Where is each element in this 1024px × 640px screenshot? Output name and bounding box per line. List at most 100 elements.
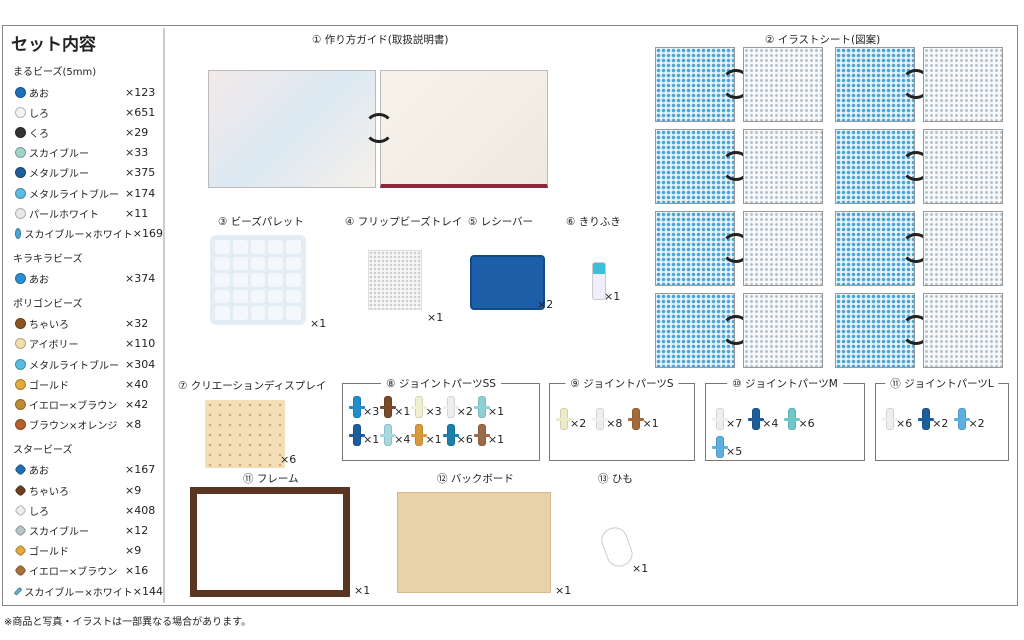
guide-page-right-image (380, 70, 548, 188)
bead-icon (15, 227, 22, 239)
bead-list-item: スカイブルー×12 (5, 520, 163, 540)
joint-part-count: ×1 (425, 433, 442, 446)
joint-part-icon (748, 408, 765, 430)
joint-part-count: ×2 (456, 405, 473, 418)
palette-cell (215, 240, 230, 254)
panel-title: セット内容 (11, 35, 96, 55)
bead-name: イエロー×ブラウン (29, 567, 118, 579)
bead-count: ×169 (132, 226, 163, 240)
bead-count: ×16 (125, 564, 149, 578)
bead-count: ×374 (125, 272, 156, 286)
bead-count: ×304 (125, 357, 156, 371)
joint-part-count: ×6 (798, 417, 815, 430)
bead-name: メタルライトブルー (29, 189, 119, 201)
bead-list-item: イエロー×ブラウン×42 (5, 394, 163, 414)
bead-name: ゴールド (29, 547, 69, 559)
bead-name: スカイブルー (29, 526, 89, 538)
joint-part-count: ×2 (570, 417, 587, 430)
tray-title: ④ フリップビーズトレイ (345, 216, 463, 228)
bead-icon (15, 106, 26, 118)
star-bead-icon (13, 586, 23, 596)
receiver-image (470, 255, 545, 310)
bead-count: ×408 (125, 503, 156, 517)
bead-icon (15, 378, 26, 390)
joint-ss-box: ⑧ ジョイントパーツSS×3×1×3×2×1×1×4×1×6×1 (342, 376, 540, 461)
joint-l-box: ⑪ ジョイントパーツL×6×2×2 (875, 376, 1009, 461)
bead-name: しろ (29, 506, 49, 518)
palette-cell (268, 240, 284, 254)
star-bead-icon (14, 564, 27, 578)
joint-part-item: ×2 (954, 408, 985, 430)
display-count: ×6 (280, 453, 297, 466)
palette-cell (286, 273, 301, 287)
palette-cell (250, 256, 266, 271)
palette-cell (215, 289, 230, 304)
bead-count: ×123 (125, 85, 156, 99)
bead-name: くろ (29, 128, 49, 140)
flip-arrows-icon (901, 315, 931, 345)
joint-part-icon (712, 436, 728, 458)
display-title: ⑦ クリエーションディスプレイ (178, 380, 327, 392)
palette-cell (250, 240, 266, 254)
bead-count: ×9 (125, 483, 142, 497)
frame-count: ×1 (354, 584, 371, 597)
bead-name: しろ (29, 108, 49, 120)
bead-category-label: ポリゴンビーズ (13, 298, 83, 310)
flip-arrows-icon (364, 113, 394, 143)
bead-count: ×42 (125, 398, 149, 412)
bead-name: ちゃいろ (29, 320, 69, 332)
bead-count: ×110 (125, 337, 156, 351)
bead-icon (15, 419, 26, 431)
contents-frame (2, 25, 1018, 606)
joint-box-title: ⑨ ジョイントパーツS (565, 376, 679, 391)
star-bead-icon (14, 524, 27, 537)
bead-count: ×651 (125, 105, 156, 119)
string-title: ⑬ ひも (598, 473, 633, 485)
palette-cell (232, 289, 248, 304)
bead-list-item: くろ×29 (5, 122, 163, 142)
footnote: ※商品と写真・イラストは一部異なる場合があります。 (4, 617, 252, 628)
bead-list-item: あお ×374 (5, 269, 163, 289)
joint-part-count: ×2 (932, 417, 949, 430)
bead-name: ちゃいろ (29, 486, 69, 498)
bead-name: あお (29, 466, 49, 478)
palette-cell (268, 306, 284, 320)
joint-part-count: ×5 (726, 445, 743, 458)
sheets-title: ② イラストシート(図案) (765, 34, 881, 46)
joint-part-icon (349, 424, 365, 446)
joint-part-icon (954, 408, 971, 430)
palette-cell (250, 306, 266, 320)
joint-part-item: ×2 (918, 408, 949, 430)
joint-part-count: ×6 (896, 417, 913, 430)
bead-list-item: しろ ×651 (5, 102, 163, 122)
bead-list-item: メタルライトブルー ×304 (5, 354, 163, 374)
bead-count: ×375 (125, 166, 156, 180)
backboard-image (397, 492, 551, 593)
illustration-sheet-image (923, 211, 1003, 286)
palette-cell (215, 256, 230, 271)
bead-count: ×167 (125, 463, 156, 477)
joint-part-icon (556, 408, 572, 430)
joint-part-item: ×1 (380, 396, 410, 418)
illustration-sheet-image (743, 293, 823, 368)
illustration-sheet-image (923, 129, 1003, 204)
palette-cell (232, 273, 248, 287)
illustration-sheet-image (923, 47, 1003, 122)
receiver-count: ×2 (537, 298, 554, 311)
joint-part-icon (784, 408, 801, 430)
bead-name: あお (29, 275, 49, 287)
bead-count: ×11 (125, 206, 149, 220)
flip-arrows-icon (901, 151, 931, 181)
joint-part-icon (473, 396, 490, 418)
palette-cell (268, 289, 284, 304)
star-bead-icon (14, 503, 27, 517)
illustration-sheet-image (743, 47, 823, 122)
bead-icon (15, 399, 26, 411)
palette-cell (215, 273, 230, 287)
flip-arrows-icon (721, 315, 751, 345)
bead-name: メタルライトブルー (29, 360, 119, 372)
joint-part-count: ×1 (363, 433, 380, 446)
joint-part-count: ×7 (726, 417, 743, 430)
